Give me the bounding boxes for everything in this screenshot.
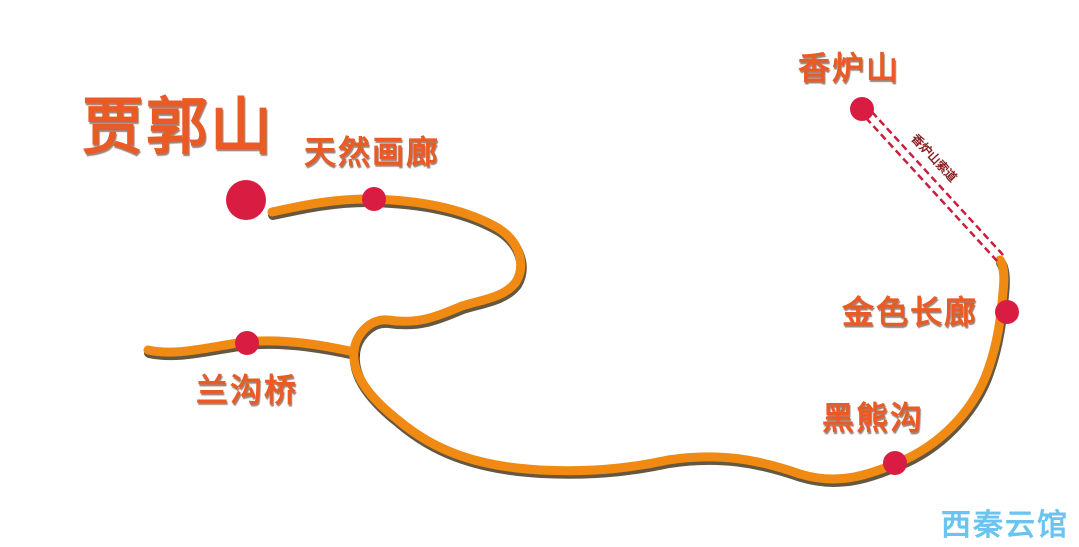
marker-jinse-gallery <box>995 300 1019 324</box>
road-segment-shadow <box>268 197 1010 487</box>
marker-tianran-gallery <box>362 187 386 211</box>
marker-langou-bridge <box>235 331 259 355</box>
place-label-jinse-gallery: 金色长廊 <box>842 293 979 331</box>
map-title-jiaguoshan: 贾郭山 <box>82 90 275 163</box>
marker-jiaguoshan <box>226 180 266 220</box>
marker-heixiong-gully <box>883 451 907 475</box>
cableway-line <box>865 111 1005 263</box>
place-label-langou-bridge: 兰沟桥 <box>196 371 299 409</box>
place-label-heixiong-gully: 黑熊沟 <box>822 399 925 437</box>
marker-xianglushan <box>850 97 874 121</box>
watermark-logo: 西秦云馆 <box>941 508 1069 543</box>
place-label-xianglushan: 香炉山 <box>798 49 901 87</box>
place-label-tianran-gallery: 天然画廊 <box>304 133 441 171</box>
road-main <box>267 194 1009 484</box>
